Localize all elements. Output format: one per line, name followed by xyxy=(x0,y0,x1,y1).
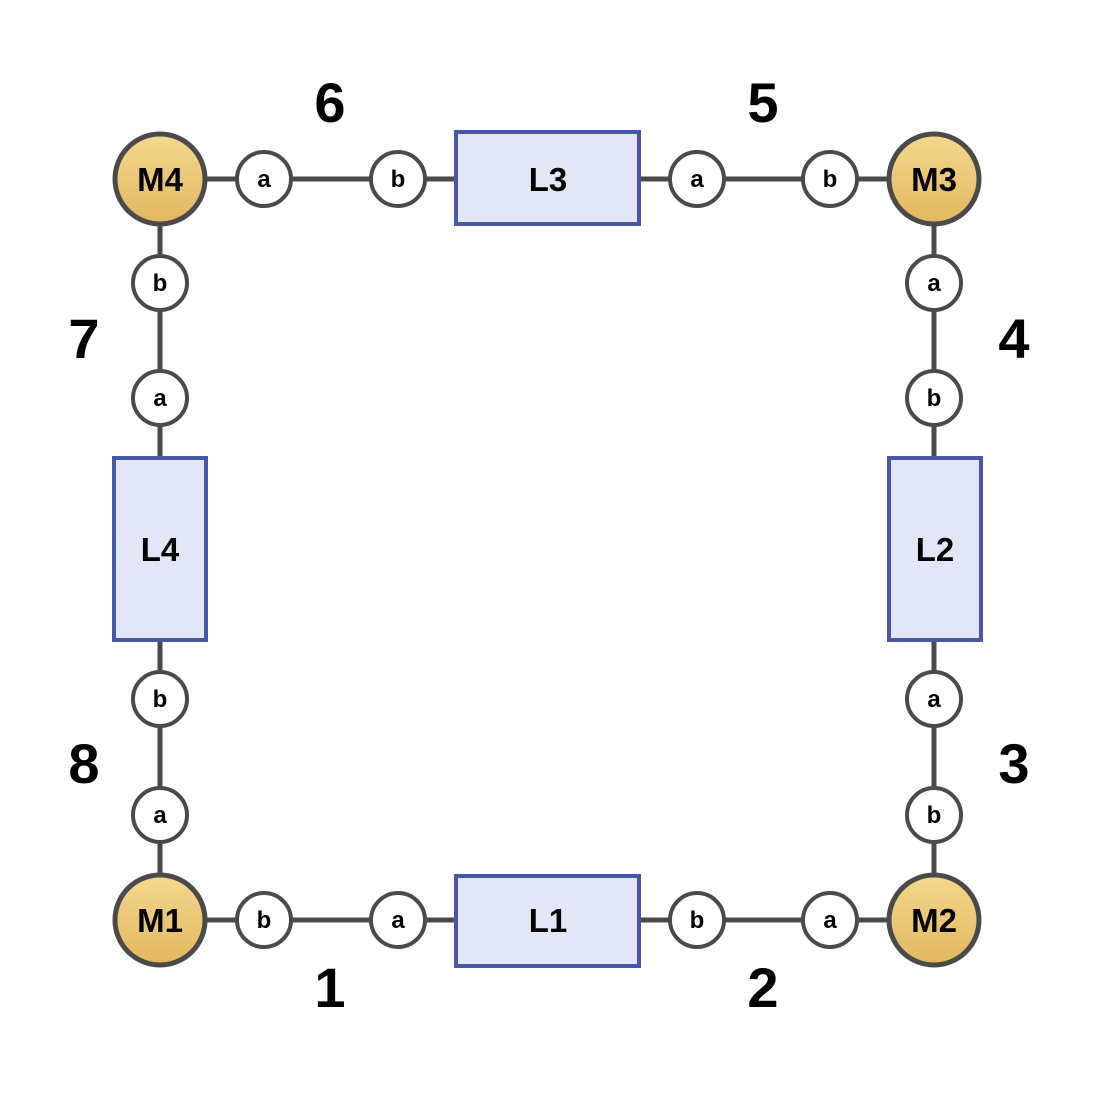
svg-text:a: a xyxy=(153,802,167,829)
port-s4-link: b xyxy=(905,369,963,427)
svg-text:b: b xyxy=(823,166,838,193)
svg-text:b: b xyxy=(927,802,942,829)
svg-text:a: a xyxy=(257,166,271,193)
motor-m2-label: M2 xyxy=(911,902,957,939)
segment-number-2: 2 xyxy=(747,956,778,1019)
port-s2-link: b xyxy=(668,891,726,949)
segment-number-1: 1 xyxy=(314,956,345,1019)
port-s3-motor: b xyxy=(905,786,963,844)
link-l3-box xyxy=(454,130,641,226)
link-l2: L2 xyxy=(887,456,983,642)
segment-number-4: 4 xyxy=(998,307,1029,370)
segment-number-8: 8 xyxy=(68,732,99,795)
port-s8-link: b xyxy=(131,670,189,728)
port-s7-link: a xyxy=(131,369,189,427)
svg-text:a: a xyxy=(391,907,405,934)
link-l4-label: L4 xyxy=(141,531,180,568)
port-s1-motor: b xyxy=(235,891,293,949)
port-s1-link: a xyxy=(369,891,427,949)
svg-text:a: a xyxy=(823,907,837,934)
link-l3-label: L3 xyxy=(529,161,568,198)
svg-text:b: b xyxy=(257,907,272,934)
motor-m4: M4 xyxy=(112,131,208,227)
svg-text:a: a xyxy=(927,686,941,713)
svg-text:b: b xyxy=(690,907,705,934)
svg-text:a: a xyxy=(153,385,167,412)
svg-text:b: b xyxy=(391,166,406,193)
link-l2-box xyxy=(887,456,983,642)
port-s2-motor: a xyxy=(801,891,859,949)
motor-m1: M1 xyxy=(112,872,208,968)
svg-text:b: b xyxy=(927,385,942,412)
motor-m3-label: M3 xyxy=(911,161,957,198)
segment-number-5: 5 xyxy=(747,71,778,134)
svg-text:a: a xyxy=(690,166,704,193)
segment-number-3: 3 xyxy=(998,732,1029,795)
port-s6-motor: a xyxy=(235,150,293,208)
svg-text:a: a xyxy=(927,270,941,297)
port-s5-motor: b xyxy=(801,150,859,208)
link-l4-box xyxy=(112,456,208,642)
segment-number-7: 7 xyxy=(68,307,99,370)
motor-m4-label: M4 xyxy=(137,161,183,198)
svg-text:b: b xyxy=(153,686,168,713)
motor-m1-label: M1 xyxy=(137,902,183,939)
motor-m2: M2 xyxy=(886,872,982,968)
port-s8-motor: a xyxy=(131,786,189,844)
motor-m3: M3 xyxy=(886,131,982,227)
port-s6-link: b xyxy=(369,150,427,208)
link-l1-label: L1 xyxy=(529,902,568,939)
link-l1-box xyxy=(454,874,641,968)
segment-number-6: 6 xyxy=(314,71,345,134)
port-s7-motor: b xyxy=(131,254,189,312)
port-s5-link: a xyxy=(668,150,726,208)
link-l3: L3 xyxy=(454,130,641,226)
link-l4: L4 xyxy=(112,456,208,642)
port-s4-motor: a xyxy=(905,254,963,312)
port-s3-link: a xyxy=(905,670,963,728)
edges xyxy=(157,176,937,923)
svg-text:b: b xyxy=(153,270,168,297)
link-l1: L1 xyxy=(454,874,641,968)
link-l2-label: L2 xyxy=(916,531,955,568)
